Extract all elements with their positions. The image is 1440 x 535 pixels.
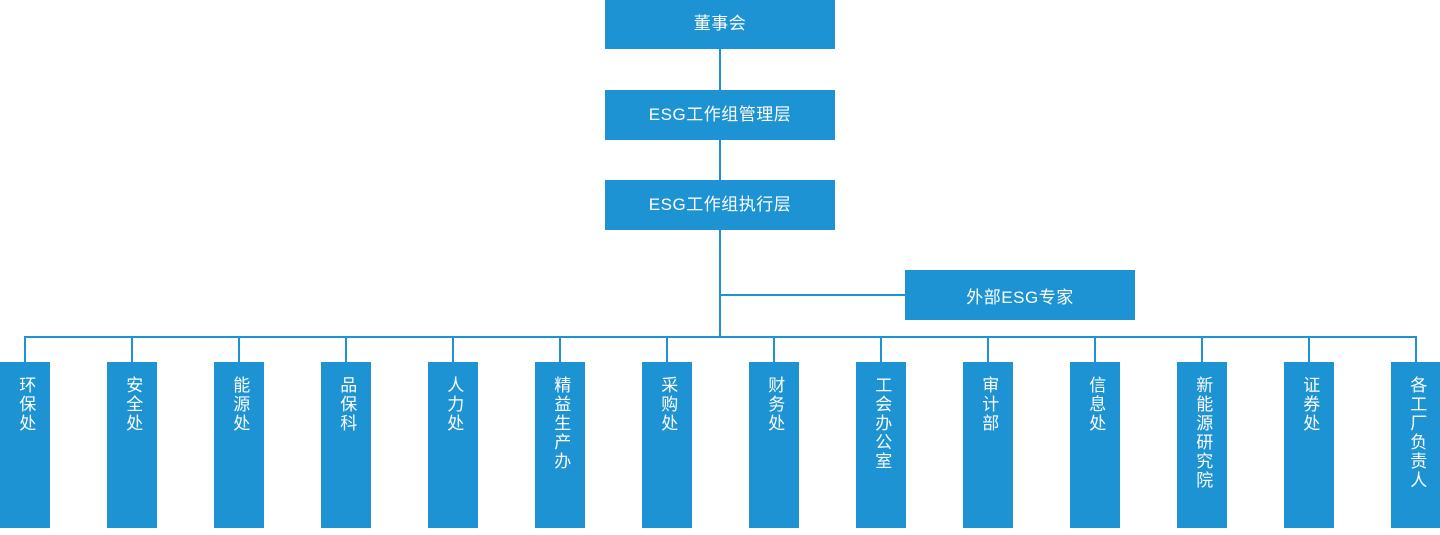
stub-department-8 xyxy=(773,336,775,362)
stub-department-4 xyxy=(345,336,347,362)
node-department-label: 证券处 xyxy=(1300,376,1320,433)
stub-department-14 xyxy=(1415,336,1417,362)
node-department-label: 环保处 xyxy=(16,376,36,433)
node-department[interactable]: 能源处 xyxy=(214,362,264,528)
node-department-label: 精益生产办 xyxy=(551,376,571,471)
node-board-of-directors-label: 董事会 xyxy=(693,14,747,34)
stub-department-7 xyxy=(666,336,668,362)
stub-department-3 xyxy=(238,336,240,362)
node-department[interactable]: 工会办公室 xyxy=(856,362,906,528)
node-department-label: 品保科 xyxy=(337,376,357,433)
stub-department-5 xyxy=(452,336,454,362)
stub-department-1 xyxy=(24,336,26,362)
node-department[interactable]: 品保科 xyxy=(321,362,371,528)
stub-department-11 xyxy=(1094,336,1096,362)
node-department-label: 能源处 xyxy=(230,376,250,433)
connector-trunk-to-advisor xyxy=(719,294,905,296)
node-esg-execution-layer-label: ESG工作组执行层 xyxy=(648,194,792,214)
node-department-label: 安全处 xyxy=(123,376,143,433)
node-department[interactable]: 采购处 xyxy=(642,362,692,528)
node-department[interactable]: 环保处 xyxy=(0,362,50,528)
node-department-label: 新能源研究院 xyxy=(1193,376,1213,490)
node-department-label: 财务处 xyxy=(765,376,785,433)
node-department[interactable]: 新能源研究院 xyxy=(1177,362,1227,528)
node-esg-execution-layer[interactable]: ESG工作组执行层 xyxy=(605,180,835,230)
stub-department-13 xyxy=(1308,336,1310,362)
node-external-esg-advisor-label: 外部ESG专家 xyxy=(966,287,1074,307)
node-department-label: 审计部 xyxy=(979,376,999,433)
node-external-esg-advisor[interactable]: 外部ESG专家 xyxy=(905,270,1135,320)
node-department-label: 各工厂负责人 xyxy=(1407,376,1427,490)
stub-department-10 xyxy=(987,336,989,362)
connector-exec-trunk xyxy=(719,230,721,338)
stub-department-6 xyxy=(559,336,561,362)
stub-department-2 xyxy=(131,336,133,362)
node-department-label: 工会办公室 xyxy=(872,376,892,471)
node-department[interactable]: 精益生产办 xyxy=(535,362,585,528)
node-department[interactable]: 各工厂负责人 xyxy=(1391,362,1440,528)
connector-board-to-mgmt xyxy=(719,49,721,90)
node-department[interactable]: 信息处 xyxy=(1070,362,1120,528)
node-esg-management-layer[interactable]: ESG工作组管理层 xyxy=(605,90,835,140)
node-board-of-directors[interactable]: 董事会 xyxy=(605,0,835,49)
node-department[interactable]: 安全处 xyxy=(107,362,157,528)
node-department[interactable]: 人力处 xyxy=(428,362,478,528)
node-department[interactable]: 审计部 xyxy=(963,362,1013,528)
stub-department-9 xyxy=(880,336,882,362)
stub-department-12 xyxy=(1201,336,1203,362)
node-department-label: 人力处 xyxy=(444,376,464,433)
node-department[interactable]: 证券处 xyxy=(1284,362,1334,528)
node-department[interactable]: 财务处 xyxy=(749,362,799,528)
node-department-label: 信息处 xyxy=(1086,376,1106,433)
connector-mgmt-to-exec xyxy=(719,140,721,180)
department-bus-line xyxy=(25,336,1416,338)
node-esg-management-layer-label: ESG工作组管理层 xyxy=(648,104,792,124)
node-department-label: 采购处 xyxy=(658,376,678,433)
